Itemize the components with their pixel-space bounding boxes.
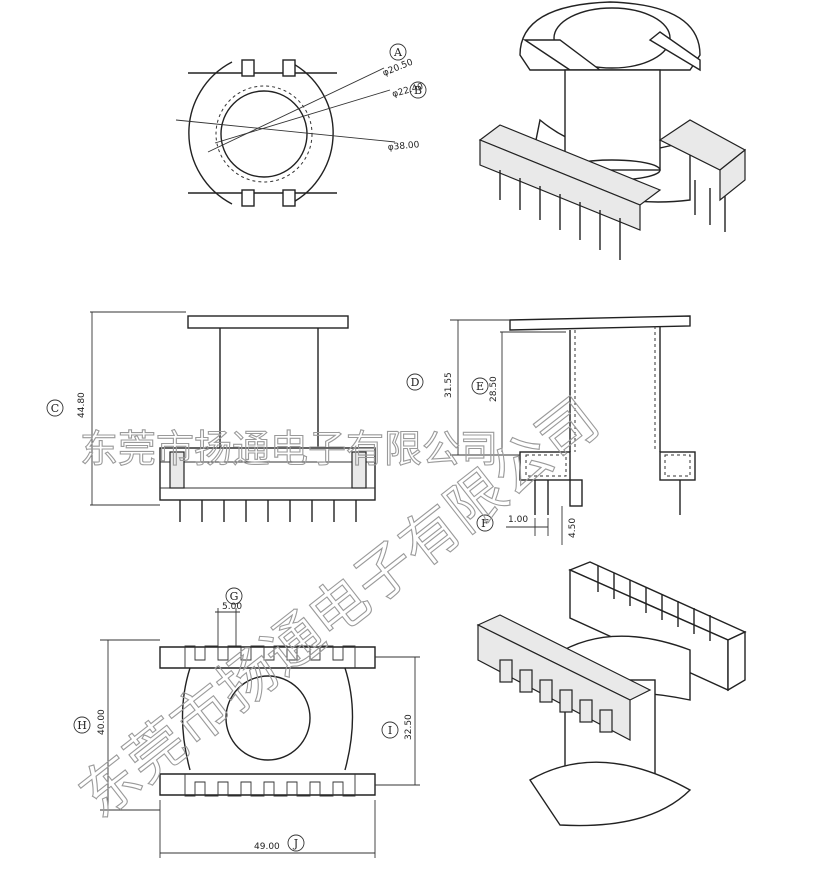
dimension-e: E 28.50 [471, 331, 566, 452]
svg-text:44.80: 44.80 [77, 392, 87, 418]
dimension-g: G 5.00 [215, 587, 243, 646]
svg-text:φ22.40: φ22.40 [391, 82, 424, 100]
isometric-view-top [478, 1, 747, 260]
svg-text:5.00: 5.00 [222, 602, 242, 612]
svg-text:E: E [476, 380, 484, 393]
svg-text:4.50: 4.50 [568, 518, 578, 538]
svg-text:49.00: 49.00 [254, 842, 280, 852]
svg-text:31.55: 31.55 [444, 372, 454, 398]
callout-b: B φ22.40 [391, 81, 427, 100]
svg-text:A: A [393, 46, 403, 59]
dimension-c: C 44.80 [46, 311, 186, 506]
isometric-view-bottom [476, 561, 747, 827]
top-view [175, 59, 396, 207]
bottom-view [159, 645, 376, 797]
svg-text:φ38.00: φ38.00 [387, 140, 420, 153]
front-view [159, 315, 376, 522]
section-view [509, 315, 696, 515]
dimension-h: H 40.00 [73, 639, 160, 811]
svg-text:32.50: 32.50 [404, 714, 414, 740]
dimension-j: J 49.00 [159, 800, 376, 858]
dimension-d: D 31.55 [406, 319, 520, 456]
svg-text:东莞市扬通电子有限公司: 东莞市扬通电子有限公司 [80, 427, 498, 471]
watermark: 东莞市扬通电子有限公司 东莞市扬通电子有限公司 [66, 384, 612, 831]
svg-text:φ20.50: φ20.50 [381, 58, 414, 79]
dimension-4-50: 4.50 [561, 506, 578, 545]
svg-text:40.00: 40.00 [97, 709, 107, 735]
svg-text:C: C [51, 402, 59, 415]
svg-text:D: D [411, 376, 420, 389]
callout-a: A φ20.50 [381, 43, 415, 79]
svg-text:J: J [293, 837, 298, 850]
svg-text:B: B [414, 84, 422, 97]
svg-text:G: G [230, 590, 239, 603]
callout-diameter-38: φ38.00 [387, 140, 420, 153]
svg-text:H: H [77, 719, 87, 732]
svg-text:28.50: 28.50 [489, 376, 499, 402]
svg-text:F: F [481, 517, 489, 530]
svg-text:1.00: 1.00 [508, 515, 528, 525]
dimension-f: F 1.00 [476, 514, 549, 536]
dimension-i: I 32.50 [375, 656, 420, 786]
svg-text:I: I [388, 724, 392, 737]
